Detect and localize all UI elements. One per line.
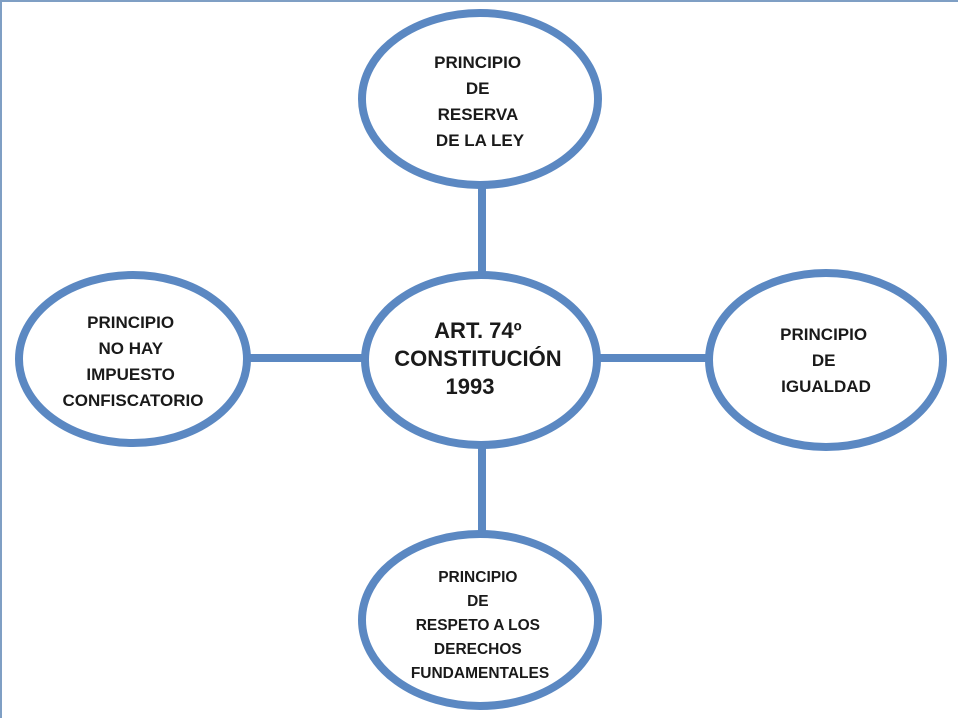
node-bottom — [358, 530, 602, 710]
node-right-label: PRINCIPIO DE IGUALDAD — [780, 325, 872, 396]
node-center — [361, 271, 601, 449]
nodes — [15, 9, 947, 710]
node-top — [358, 9, 602, 189]
labels: PRINCIPIO DE RESERVA DE LA LEY ART. 74º … — [62, 53, 872, 682]
node-right — [705, 269, 947, 451]
node-left-label: PRINCIPIO NO HAY IMPUESTO CONFISCATORIO — [62, 313, 203, 410]
node-top-label: PRINCIPIO DE RESERVA DE LA LEY — [434, 53, 526, 150]
node-center-label: ART. 74º CONSTITUCIÓN 1993 — [394, 318, 568, 399]
node-bottom-label: PRINCIPIO DE RESPETO A LOS DERECHOS FUND… — [411, 569, 549, 682]
connectors — [244, 188, 712, 534]
node-left — [15, 271, 251, 447]
